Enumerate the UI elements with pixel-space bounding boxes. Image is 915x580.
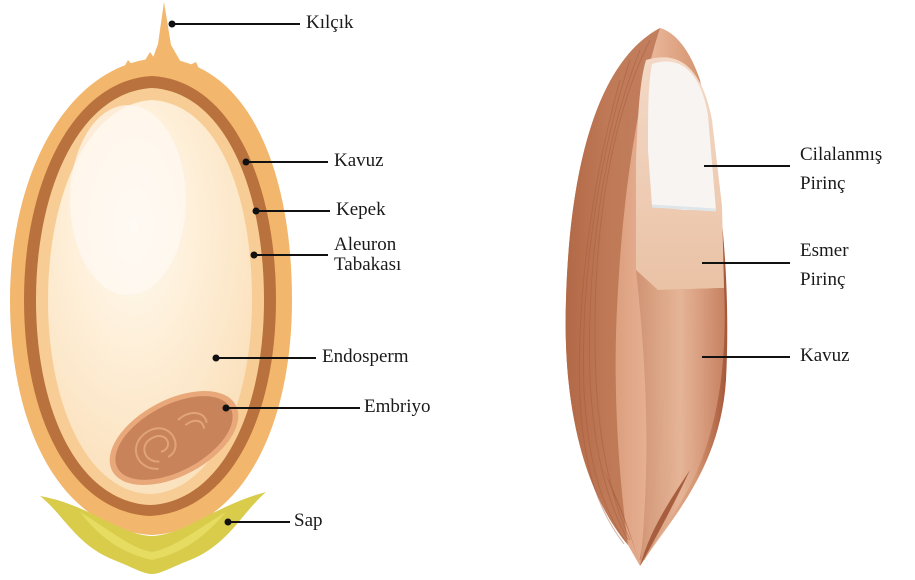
leader-dot-embriyo [224,406,229,411]
label-aleuron-line2: Tabakası [334,254,401,276]
label-esmer-line2: Pirinç [800,269,845,291]
polished-rice-shape [648,62,716,210]
label-kavuz-right: Kavuz [800,345,850,367]
label-endosperm: Endosperm [322,346,409,368]
label-aleuron-line1: Aleuron [334,234,396,256]
leader-dot-kavuz-left [244,160,249,165]
label-esmer-line1: Esmer [800,240,849,262]
leader-dot-kepek [254,209,259,214]
label-kilcik: Kılçık [306,12,354,34]
label-cilalanmis-line1: Cilalanmış [800,144,882,166]
label-cilalanmis-line2: Pirinç [800,173,845,195]
label-embriyo: Embriyo [364,396,431,418]
label-kepek: Kepek [336,199,386,221]
leader-dot-aleuron [252,253,257,258]
leader-dot-kilcik [170,22,175,27]
label-kavuz-left: Kavuz [334,150,384,172]
label-sap: Sap [294,510,323,532]
endosperm-highlight [70,105,186,295]
leader-dot-sap [226,520,231,525]
awn-shape [150,2,182,66]
left-grain-cross-section [10,2,292,574]
leader-dot-endosperm [214,356,219,361]
husk-front-piece [636,270,725,566]
right-grain-illustration [566,28,728,566]
